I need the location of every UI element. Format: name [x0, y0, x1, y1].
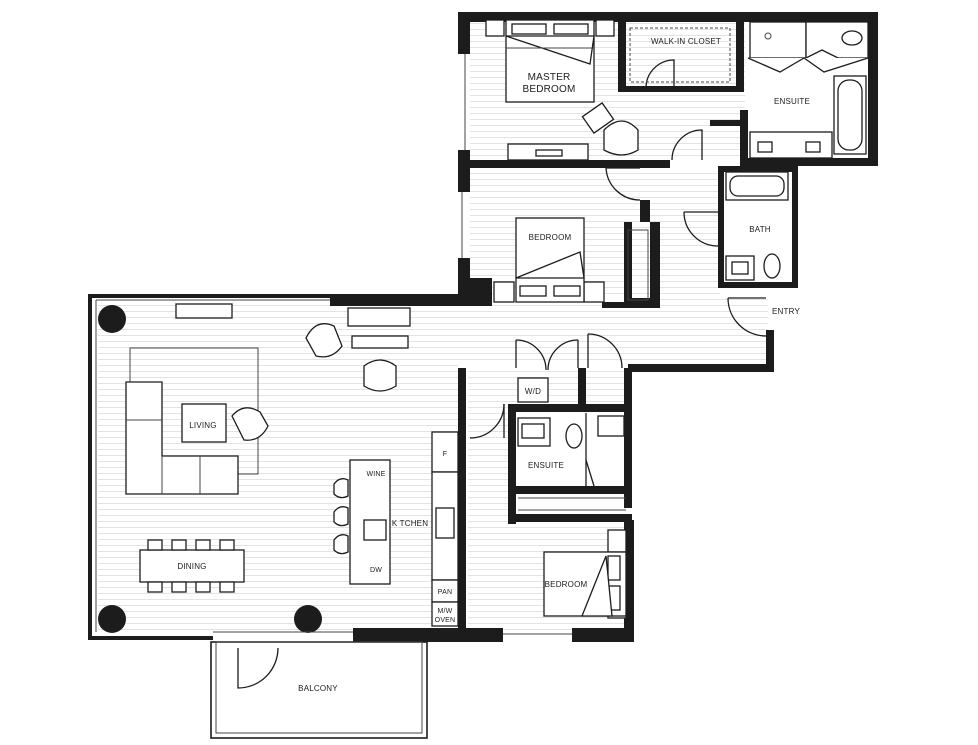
label-walk-in-closet: WALK-IN CLOSET	[651, 37, 721, 46]
label-bedroom-3: BEDROOM	[545, 580, 588, 589]
label-fridge: F	[443, 451, 447, 458]
label-master-bedroom-2: BEDROOM	[522, 84, 575, 95]
label-mw-2: OVEN	[435, 617, 456, 624]
label-mw-1: M/W	[438, 608, 453, 615]
label-dining: DINING	[177, 562, 206, 571]
label-wd: W/D	[525, 387, 541, 396]
windows	[95, 54, 572, 635]
label-pan: PAN	[438, 589, 452, 596]
label-living: LIVING	[189, 421, 216, 430]
label-kitchen: K TCHEN	[392, 519, 428, 528]
label-ensuite-2: ENSUITE	[528, 461, 564, 470]
label-bedroom-2: BEDROOM	[529, 233, 572, 242]
closet-shelves	[629, 27, 731, 83]
label-wine: WINE	[366, 471, 385, 478]
walls	[88, 12, 878, 642]
living-furniture	[125, 303, 411, 495]
ensuite-fixtures	[747, 21, 869, 159]
bath-fixtures	[725, 171, 789, 281]
bedroom-2-bed	[493, 217, 649, 303]
label-master-bedroom-1: MASTER	[528, 72, 571, 83]
label-balcony: BALCONY	[298, 684, 338, 693]
master-bed	[485, 19, 639, 161]
bedroom-3-bed	[543, 529, 627, 619]
label-entry: ENTRY	[772, 307, 800, 316]
doors	[237, 59, 767, 689]
room-labels: MASTER BEDROOM WALK-IN CLOSET ENSUITE BE…	[177, 37, 810, 693]
label-ensuite-master: ENSUITE	[774, 97, 810, 106]
balcony-outline	[210, 641, 428, 739]
label-dw: DW	[370, 567, 382, 574]
ensuite-2-fixtures	[517, 377, 626, 511]
label-bath: BATH	[749, 225, 771, 234]
kitchen-fixtures	[333, 431, 459, 627]
dining-set	[139, 539, 245, 593]
